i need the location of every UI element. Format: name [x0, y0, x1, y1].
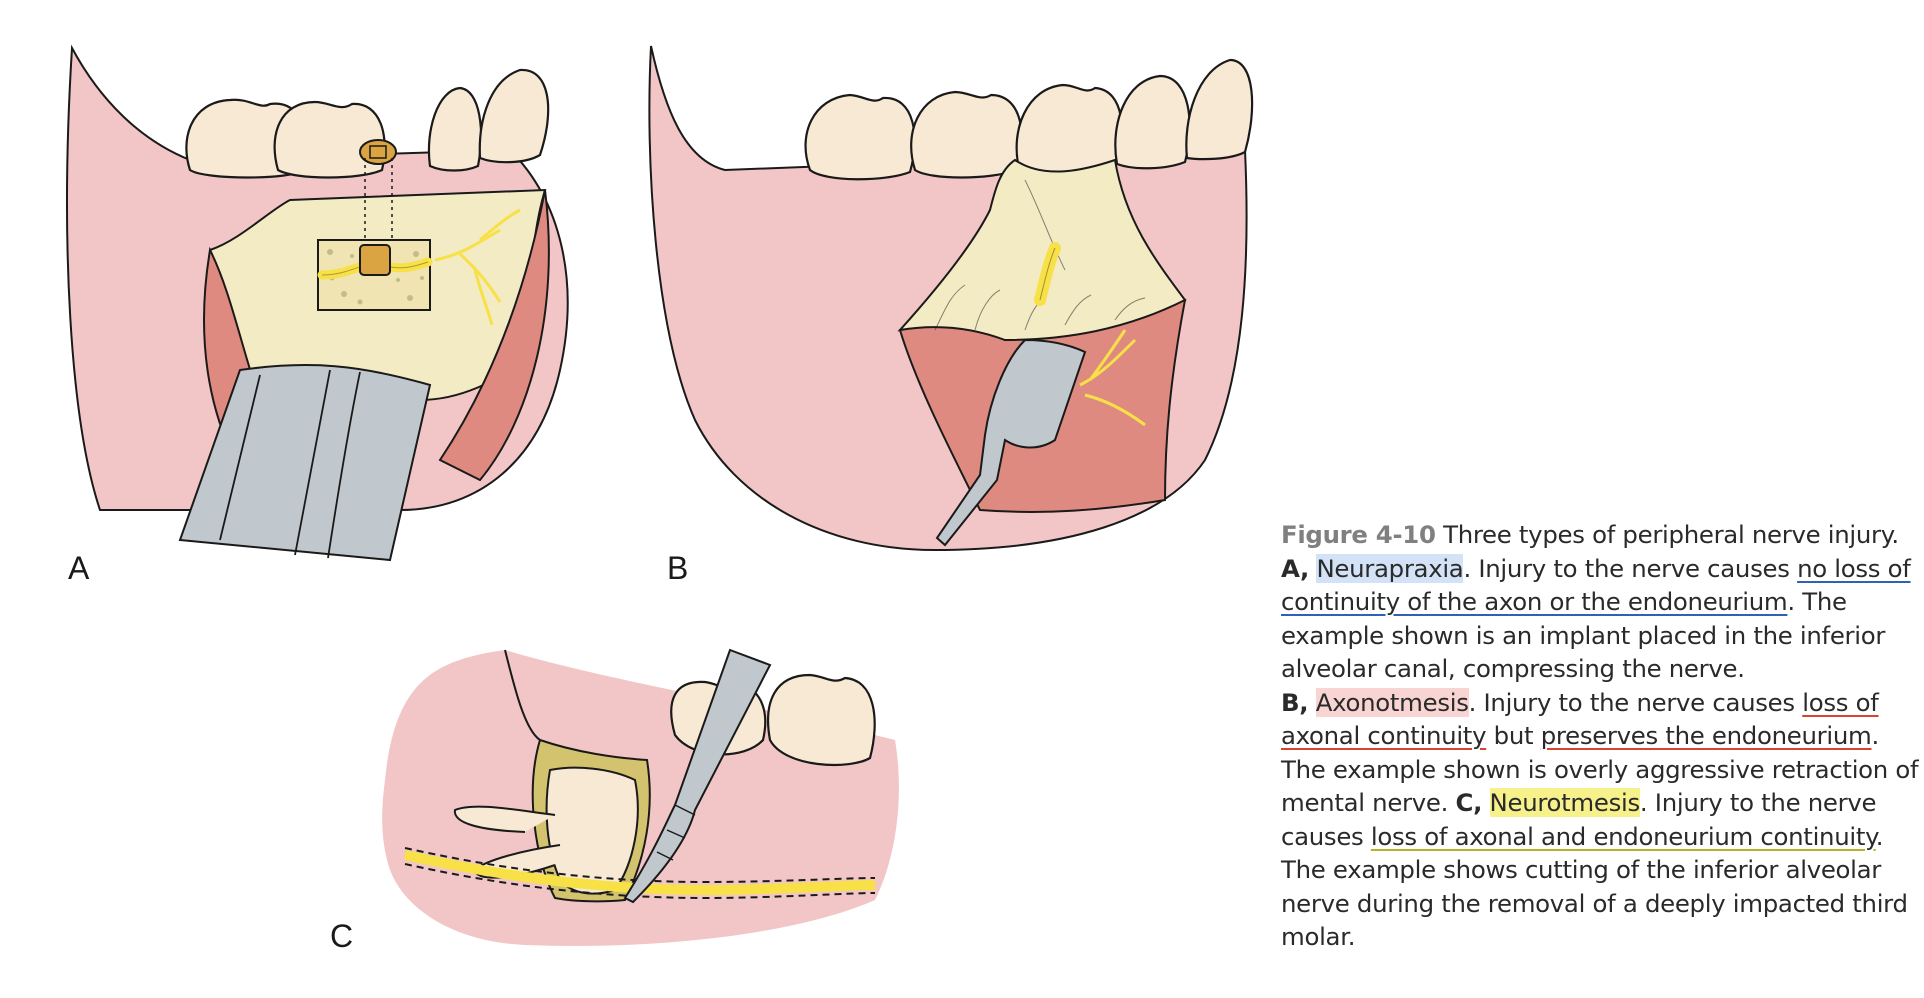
part-c-key-phrase: loss of axonal and endoneurium continuit…	[1370, 821, 1876, 851]
figure-title: Three types of peripheral nerve injury.	[1443, 520, 1899, 549]
part-b-letter: B,	[1281, 687, 1309, 717]
panel-a-mental-nerve-branches	[434, 208, 521, 326]
panel-b-letter: B	[667, 550, 689, 586]
part-a-letter: A,	[1281, 553, 1309, 583]
panel-c-illustration	[375, 640, 915, 960]
part-b-term: Axonotmesis	[1315, 687, 1469, 717]
part-a-key-phrase: no loss of continuity of the axon or the…	[1281, 553, 1911, 617]
panel-a-illustration	[60, 40, 580, 600]
panel-b-illustration	[645, 40, 1255, 560]
part-c-after-term: . Injury to the nerve causes	[1281, 788, 1877, 851]
figure-label: Figure 4-10	[1281, 520, 1436, 549]
panel-b-drawing	[648, 45, 1254, 552]
panel-a-letter: A	[68, 550, 90, 586]
panel-a-retractor	[178, 364, 432, 562]
part-b-key-phrase-2: preserves the endoneurium	[1540, 721, 1872, 750]
panel-c-molar-2	[766, 673, 876, 767]
panel-c-nerve	[403, 850, 876, 896]
part-c-letter: C,	[1455, 788, 1483, 817]
part-b-after-term: . Injury to the nerve causes	[1468, 687, 1803, 717]
panel-a-implant-head	[359, 139, 397, 165]
panel-c-bur	[623, 648, 772, 904]
part-b-example: The example shown is overly aggressive r…	[1281, 754, 1919, 818]
panel-b-retractor	[935, 338, 1087, 547]
panel-a-teeth	[185, 68, 550, 179]
part-a-term: Neurapraxia	[1316, 553, 1464, 583]
panel-a-drawing	[66, 44, 569, 562]
part-a-after-term: . Injury to the nerve causes	[1463, 553, 1798, 583]
panel-b-nerve-branches	[1079, 329, 1146, 427]
panel-b-nerve	[1034, 242, 1061, 306]
part-c-example: The example shows cutting of the inferio…	[1281, 855, 1908, 951]
panel-a-implant	[359, 244, 391, 276]
panel-b-teeth	[804, 58, 1254, 181]
part-b-key-phrase-1: loss of axonal continuity	[1281, 687, 1879, 751]
part-c-term: Neurotmesis	[1489, 788, 1640, 817]
panel-a-flap-right	[438, 189, 550, 482]
part-a-example: The example shown is an implant placed i…	[1281, 587, 1886, 683]
panel-c-letter: C	[330, 918, 354, 954]
panel-c-drawing	[382, 648, 899, 946]
figure-caption: Figure 4-10 Three types of peripheral ne…	[1281, 520, 1919, 951]
